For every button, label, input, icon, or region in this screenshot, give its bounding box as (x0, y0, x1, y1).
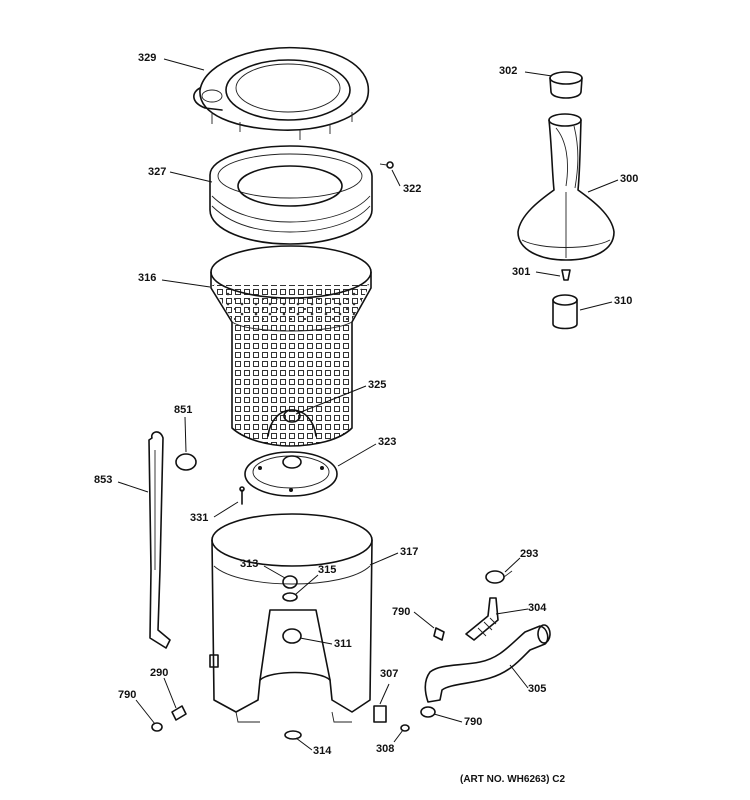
callout-311: 311 (334, 638, 352, 650)
callout-310: 310 (614, 295, 633, 307)
callout-331: 331 (190, 512, 209, 524)
screw-322 (379, 161, 394, 169)
screw-331 (239, 486, 245, 505)
bracket-307 (373, 705, 387, 723)
coupling-310 (552, 294, 578, 330)
leader-lines (117, 58, 619, 751)
callout-302: 302 (499, 65, 518, 77)
callout-790-lower: 790 (464, 716, 483, 728)
callout-304: 304 (528, 602, 547, 614)
bolt-301 (561, 269, 571, 281)
callout-305: 305 (528, 683, 547, 695)
hose-grommet-851 (175, 453, 197, 471)
callout-315: 315 (318, 564, 337, 576)
callout-301: 301 (512, 266, 531, 278)
callout-317: 317 (400, 546, 419, 558)
seal-314 (284, 730, 302, 740)
washer-315 (282, 592, 298, 602)
callout-853: 853 (94, 474, 113, 486)
art-number: (ART NO. WH6263) C2 (460, 774, 566, 785)
callout-290: 290 (150, 667, 169, 679)
seal-311 (282, 628, 302, 644)
callout-307: 307 (380, 668, 399, 680)
agitator-cap-302 (549, 71, 583, 99)
drain-hose-305 (424, 624, 551, 703)
drain-tube-853 (148, 431, 171, 649)
agitator-300 (517, 113, 615, 261)
callout-851: 851 (174, 404, 193, 416)
callout-323: 323 (378, 436, 397, 448)
callout-322: 322 (403, 183, 422, 195)
callout-790-left: 790 (118, 689, 137, 701)
callout-325: 325 (368, 379, 387, 391)
balance-ring-327 (209, 145, 373, 245)
hub-323 (244, 451, 338, 497)
callout-293: 293 (520, 548, 539, 560)
nut-313 (282, 575, 298, 589)
callout-300: 300 (620, 173, 639, 185)
callout-316: 316 (138, 272, 157, 284)
callout-313: 313 (240, 558, 259, 570)
clip-790-lower (420, 706, 436, 718)
screw-308 (400, 724, 410, 732)
callout-314: 314 (313, 745, 332, 757)
pin-290 (171, 705, 187, 721)
hose-304 (465, 597, 499, 641)
callout-790-upper: 790 (392, 606, 411, 618)
clamp-293 (485, 570, 513, 584)
callout-308: 308 (376, 743, 395, 755)
callout-327: 327 (148, 166, 167, 178)
clip-790-left (151, 722, 163, 732)
callout-329: 329 (138, 52, 157, 64)
outer-tub-317 (209, 513, 373, 723)
tub-cover-329 (193, 46, 370, 140)
wash-basket-316 (210, 245, 372, 447)
clip-790-upper (433, 627, 445, 641)
